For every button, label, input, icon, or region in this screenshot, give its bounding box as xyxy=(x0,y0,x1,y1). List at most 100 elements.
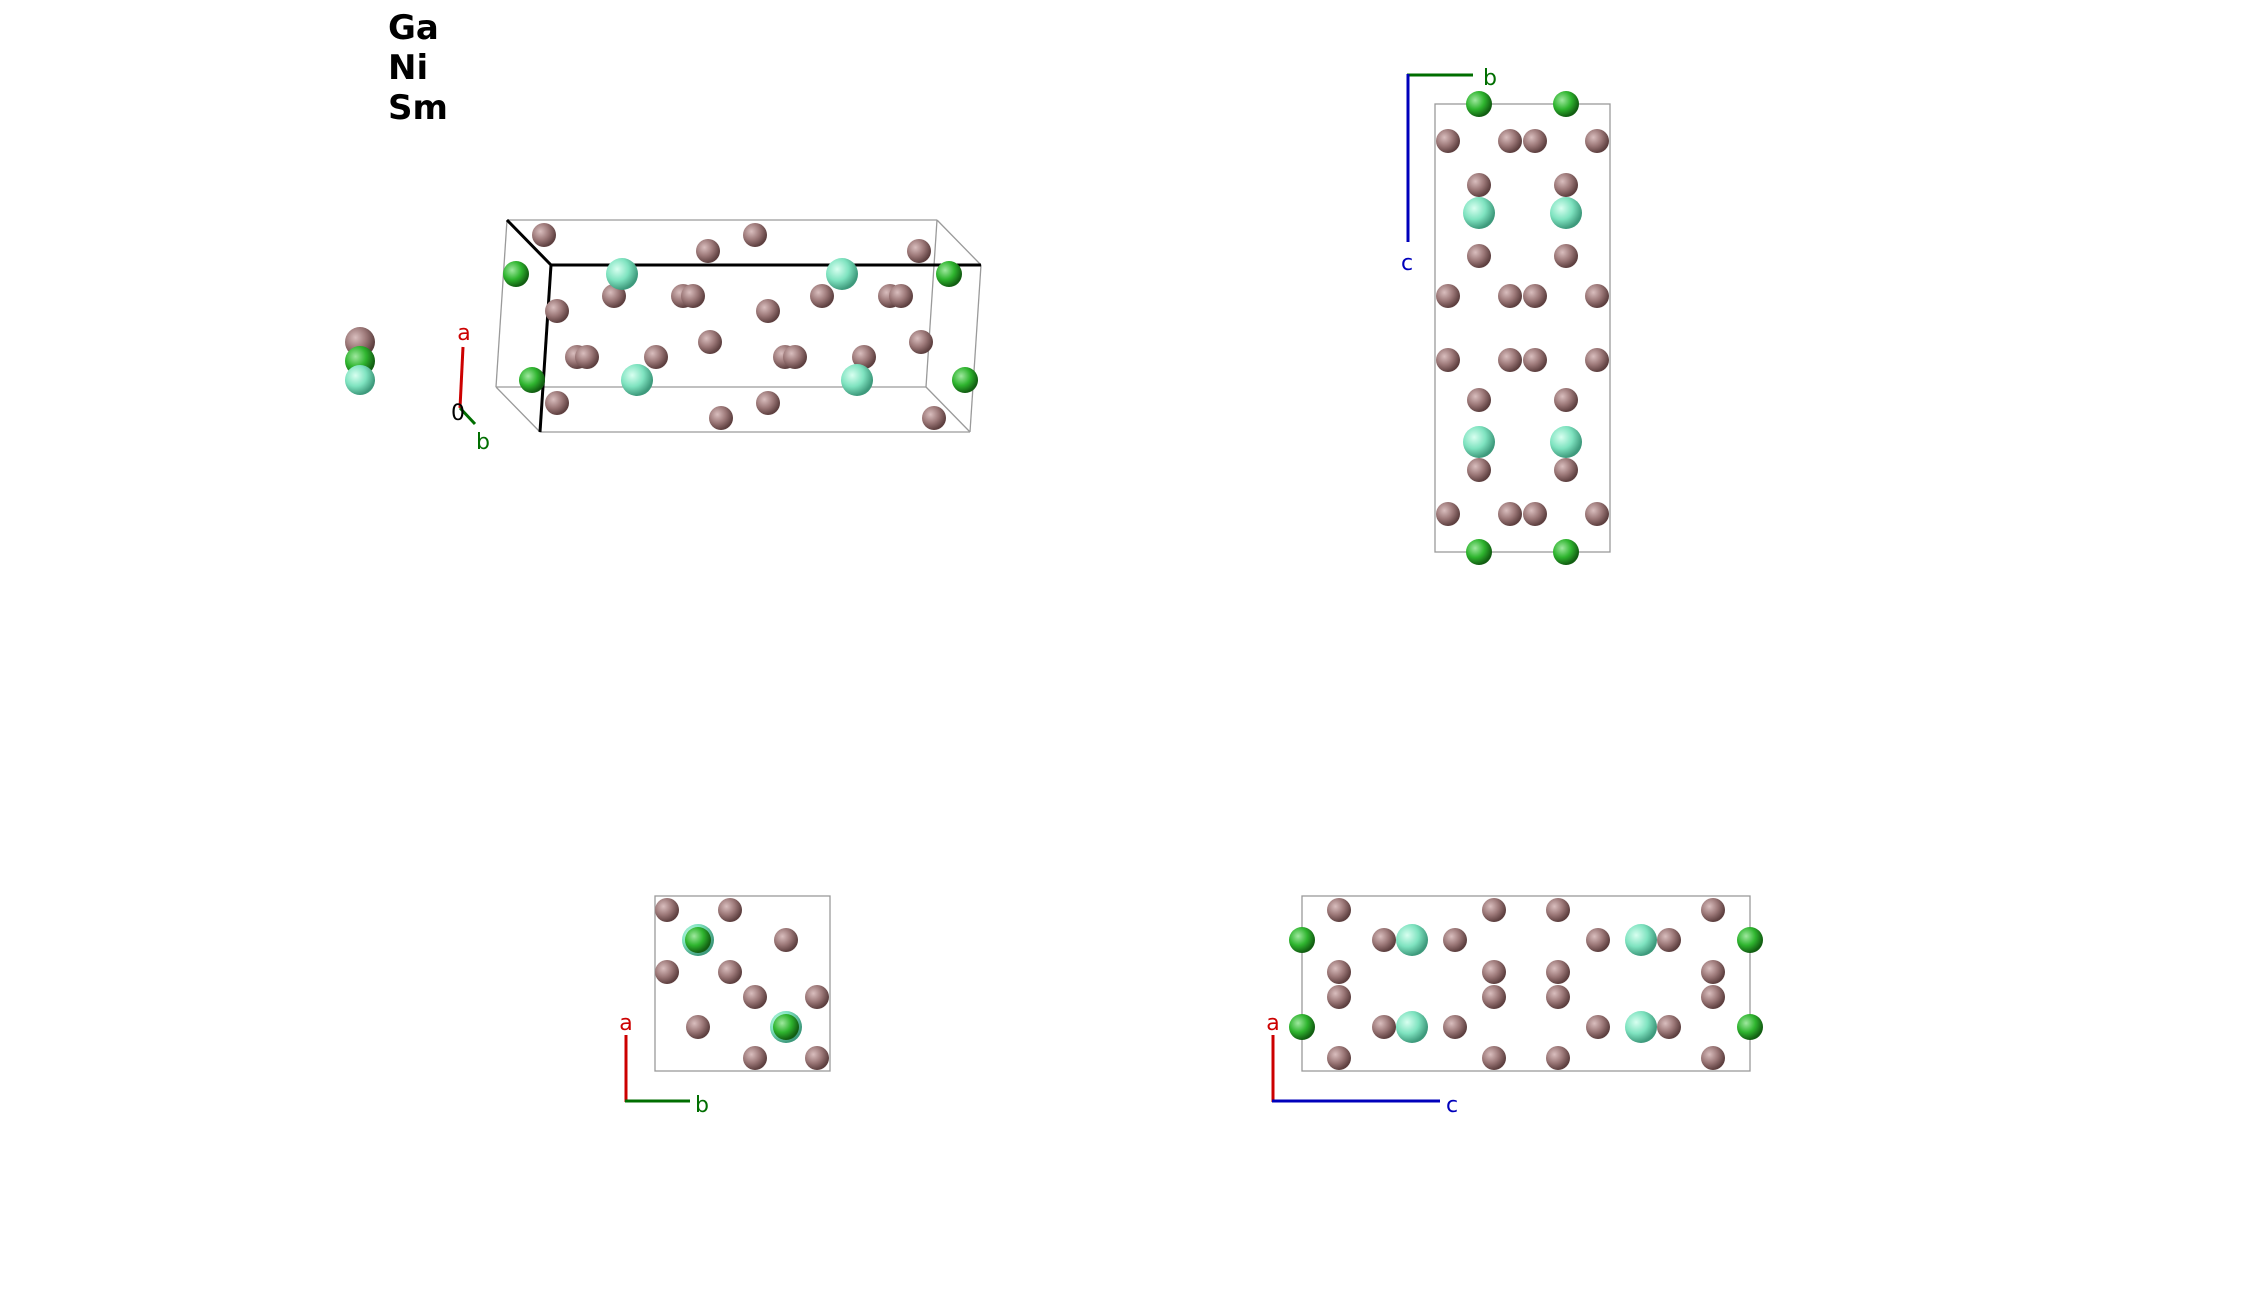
atom-sm xyxy=(1737,1014,1763,1040)
atom-ga xyxy=(1467,173,1491,197)
atoms-perspective xyxy=(345,223,978,430)
atom-ga xyxy=(1701,985,1725,1009)
atom-ga xyxy=(909,330,933,354)
atoms-bc xyxy=(1436,91,1609,565)
atom-ga xyxy=(1701,1046,1725,1070)
atom-sm xyxy=(773,1014,799,1040)
atom-ga xyxy=(852,345,876,369)
atom-ga xyxy=(1498,502,1522,526)
atom-ga xyxy=(1467,388,1491,412)
view-ac: a c xyxy=(1266,895,1763,1118)
atom-ga xyxy=(805,985,829,1009)
atom-ga xyxy=(1701,898,1725,922)
unit-cell-ac xyxy=(1301,895,1751,1072)
atom-ni xyxy=(606,258,638,290)
legend-ni: Ni xyxy=(388,48,429,88)
atom-ga xyxy=(1498,348,1522,372)
atom-ni xyxy=(621,364,653,396)
atom-ga xyxy=(698,330,722,354)
atom-ga xyxy=(756,391,780,415)
atom-ga xyxy=(718,960,742,984)
atom-ga xyxy=(1443,928,1467,952)
atom-ni xyxy=(1396,924,1428,956)
atom-ga xyxy=(810,284,834,308)
atom-sm xyxy=(503,261,529,287)
atom-ga xyxy=(1554,173,1578,197)
atom-ga xyxy=(1467,458,1491,482)
atom-ga xyxy=(805,1046,829,1070)
atom-ga xyxy=(1523,348,1547,372)
atom-sm xyxy=(1553,539,1579,565)
atom-ga xyxy=(696,239,720,263)
atom-ga xyxy=(1327,985,1351,1009)
atom-ga xyxy=(743,985,767,1009)
atom-ga xyxy=(1585,284,1609,308)
axis-label-b: b xyxy=(476,430,490,455)
element-legend: Ga Ni Sm xyxy=(388,8,448,128)
atom-ga xyxy=(709,406,733,430)
atom-ga xyxy=(545,391,569,415)
atom-ga xyxy=(889,284,913,308)
atom-ga xyxy=(545,299,569,323)
axis-label-b: b xyxy=(695,1093,709,1118)
atom-ga xyxy=(1467,244,1491,268)
atom-ga xyxy=(1327,960,1351,984)
atom-ga xyxy=(1585,502,1609,526)
atom-ga xyxy=(783,345,807,369)
atom-ga xyxy=(743,223,767,247)
atom-ga xyxy=(907,239,931,263)
atom-ga xyxy=(1327,898,1351,922)
atoms-ac xyxy=(1289,898,1763,1070)
atom-ga xyxy=(1436,129,1460,153)
atom-ga xyxy=(1436,284,1460,308)
unit-cell-bc xyxy=(1434,103,1611,553)
atom-ga xyxy=(1523,502,1547,526)
atom-ni xyxy=(841,364,873,396)
axis-label-c: c xyxy=(1446,1093,1458,1118)
atom-ga xyxy=(1482,985,1506,1009)
axes-perspective: a b 0 xyxy=(451,321,490,455)
atom-sm xyxy=(1289,927,1315,953)
atom-ga xyxy=(1372,928,1396,952)
unit-cell-ab xyxy=(654,895,831,1072)
atom-ga xyxy=(1554,388,1578,412)
atom-ga xyxy=(1436,348,1460,372)
atom-ga xyxy=(686,1015,710,1039)
atom-sm xyxy=(1466,539,1492,565)
atom-ga xyxy=(655,960,679,984)
axis-label-c: c xyxy=(1401,251,1413,276)
atom-sm xyxy=(936,261,962,287)
atom-ga xyxy=(1554,458,1578,482)
atom-sm xyxy=(1553,91,1579,117)
atom-sm xyxy=(1466,91,1492,117)
atom-ni xyxy=(1463,197,1495,229)
view-ab: a b xyxy=(619,895,831,1118)
atom-ga xyxy=(1443,1015,1467,1039)
atom-ni xyxy=(1463,426,1495,458)
atom-sm xyxy=(1737,927,1763,953)
atom-ni xyxy=(826,258,858,290)
atom-ga xyxy=(718,898,742,922)
view-bc: b c xyxy=(1401,66,1611,565)
atom-ga xyxy=(1586,928,1610,952)
atom-ni xyxy=(1625,1011,1657,1043)
axis-label-origin: 0 xyxy=(451,401,465,426)
atom-ga xyxy=(644,345,668,369)
atom-ga xyxy=(532,223,556,247)
atom-ga xyxy=(1554,244,1578,268)
atom-ga xyxy=(1546,1046,1570,1070)
atom-ga xyxy=(1523,284,1547,308)
atom-ni xyxy=(1550,197,1582,229)
axis-label-b: b xyxy=(1483,66,1497,91)
atom-ni xyxy=(345,365,375,395)
atoms-ab xyxy=(655,898,829,1070)
atom-sm xyxy=(519,367,545,393)
atom-ni xyxy=(1625,924,1657,956)
atom-sm xyxy=(1289,1014,1315,1040)
atom-ni xyxy=(1550,426,1582,458)
atom-ga xyxy=(1372,1015,1396,1039)
atom-ga xyxy=(1482,1046,1506,1070)
atom-ga xyxy=(602,284,626,308)
atom-ga xyxy=(1327,1046,1351,1070)
